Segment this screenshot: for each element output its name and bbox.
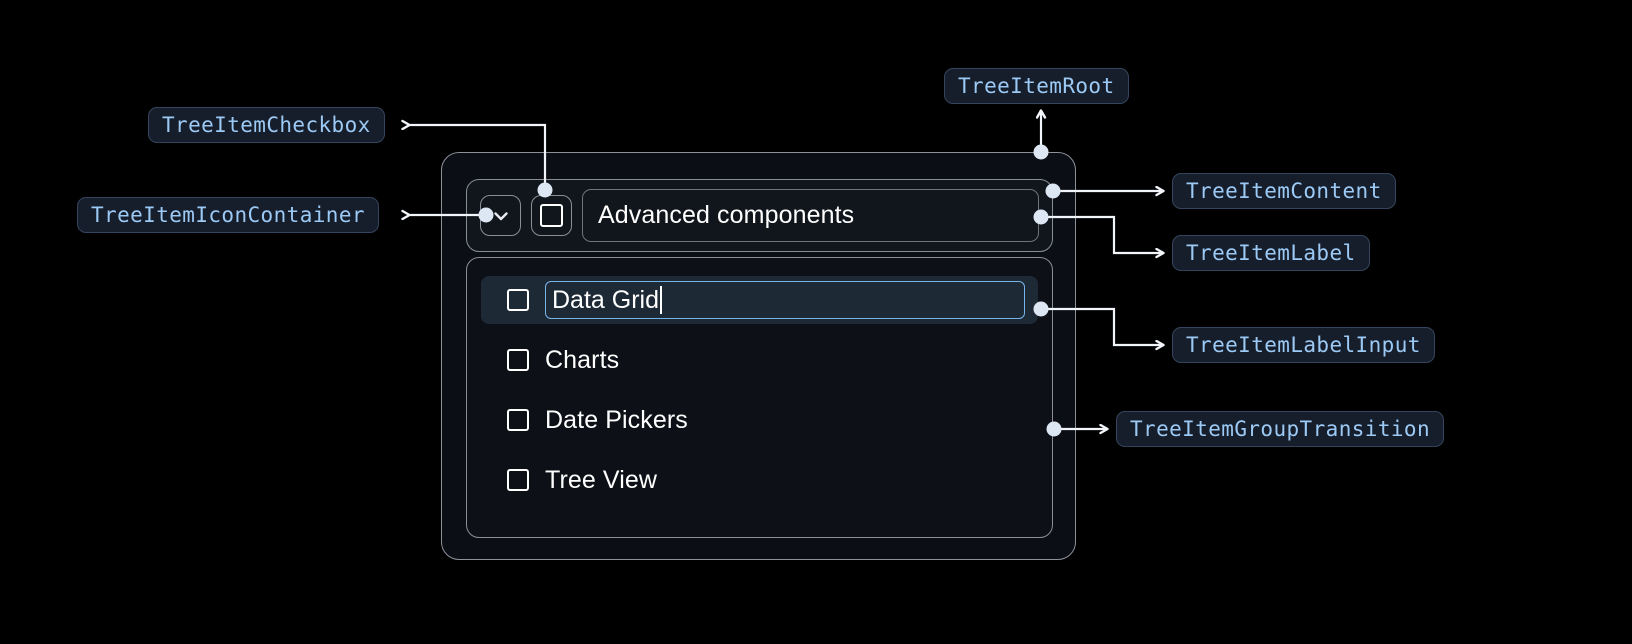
annotation-tree-item-label: TreeItemLabel (1172, 235, 1370, 271)
annotation-tree-item-label-input: TreeItemLabelInput (1172, 327, 1435, 363)
annotation-tree-item-root: TreeItemRoot (944, 68, 1129, 104)
tree-item-row-tree-view[interactable]: Tree View (481, 456, 1038, 504)
tree-item-label-text: Date Pickers (545, 405, 688, 434)
tree-item-icon-container[interactable] (480, 195, 521, 236)
tree-item-row-date-pickers[interactable]: Date Pickers (481, 396, 1038, 444)
tree-item-label-text: Tree View (545, 465, 658, 494)
annotation-tree-item-icon-container: TreeItemIconContainer (77, 197, 379, 233)
tree-item-row-data-grid[interactable]: Data Grid (481, 276, 1038, 324)
tree-item-label-input[interactable]: Data Grid (545, 281, 1025, 319)
annotation-tree-item-checkbox: TreeItemCheckbox (148, 107, 385, 143)
annotation-tree-item-group-transition: TreeItemGroupTransition (1116, 411, 1444, 447)
checkbox-box-icon[interactable] (507, 409, 529, 431)
tree-item-content[interactable]: Advanced components (466, 179, 1053, 252)
checkbox-box-icon[interactable] (507, 289, 529, 311)
tree-item-label-text: Advanced components (598, 201, 855, 229)
checkbox-box-icon[interactable] (507, 469, 529, 491)
tree-item-label[interactable]: Advanced components (582, 189, 1039, 242)
tree-item-checkbox[interactable] (531, 195, 572, 236)
chevron-down-icon (490, 205, 512, 227)
text-caret (659, 286, 662, 314)
tree-item-label-input-value: Data Grid (552, 285, 659, 314)
annotation-tree-item-content: TreeItemContent (1172, 173, 1396, 209)
checkbox-box-icon (540, 204, 563, 227)
checkbox-box-icon[interactable] (507, 349, 529, 371)
tree-item-group-transition: Data Grid Charts Date Pickers Tree View (466, 257, 1053, 538)
tree-item-label-text: Charts (545, 345, 620, 374)
tree-item-row-charts[interactable]: Charts (481, 336, 1038, 384)
